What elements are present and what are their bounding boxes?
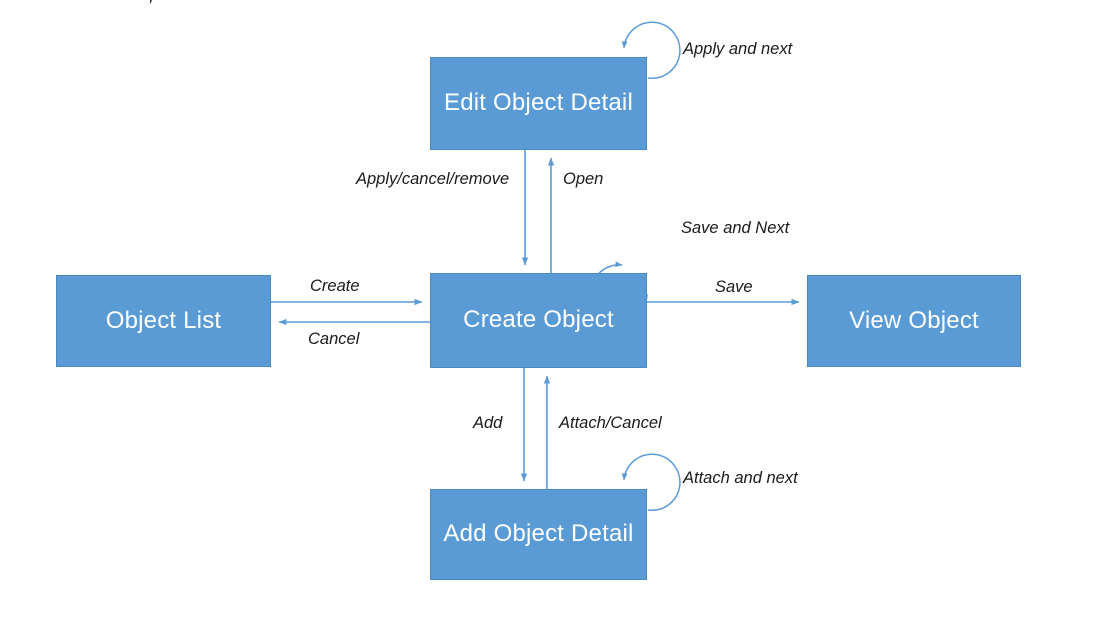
node-add-object-detail[interactable]: Add Object Detail [430, 489, 647, 580]
edge-loop-apply-and-next [621, 21, 681, 80]
edge-label-cancel: Cancel [308, 330, 360, 348]
edge-label-add: Add [473, 414, 503, 432]
node-label-object-list: Object List [105, 306, 222, 334]
edge-label-attach-cancel: Attach/Cancel [559, 414, 662, 432]
node-label-create-object: Create Object [463, 306, 614, 334]
edge-label-attach-and-next: Attach and next [683, 469, 798, 487]
node-label-add-object-detail: Add Object Detail [443, 520, 634, 548]
edge-label-open: Open [563, 170, 604, 188]
node-label-edit-object-detail: Edit Object Detail [443, 89, 633, 117]
edge-label-create: Create [310, 277, 360, 295]
node-label-view-object: View Object [849, 306, 979, 334]
cropped-text-fragment: j [150, 0, 154, 5]
edge-label-apply-and-next: Apply and next [683, 40, 793, 58]
edge-label-save-and-next: Save and Next [681, 219, 790, 237]
node-view-object[interactable]: View Object [807, 275, 1021, 367]
edge-label-save: Save [715, 278, 753, 296]
node-create-object[interactable]: Create Object [430, 273, 647, 368]
node-object-list[interactable]: Object List [56, 275, 271, 367]
edge-label-apply-cancel-remove: Apply/cancel/remove [356, 170, 510, 188]
node-edit-object-detail[interactable]: Edit Object Detail [430, 57, 647, 150]
edge-loop-attach-and-next [621, 453, 681, 512]
